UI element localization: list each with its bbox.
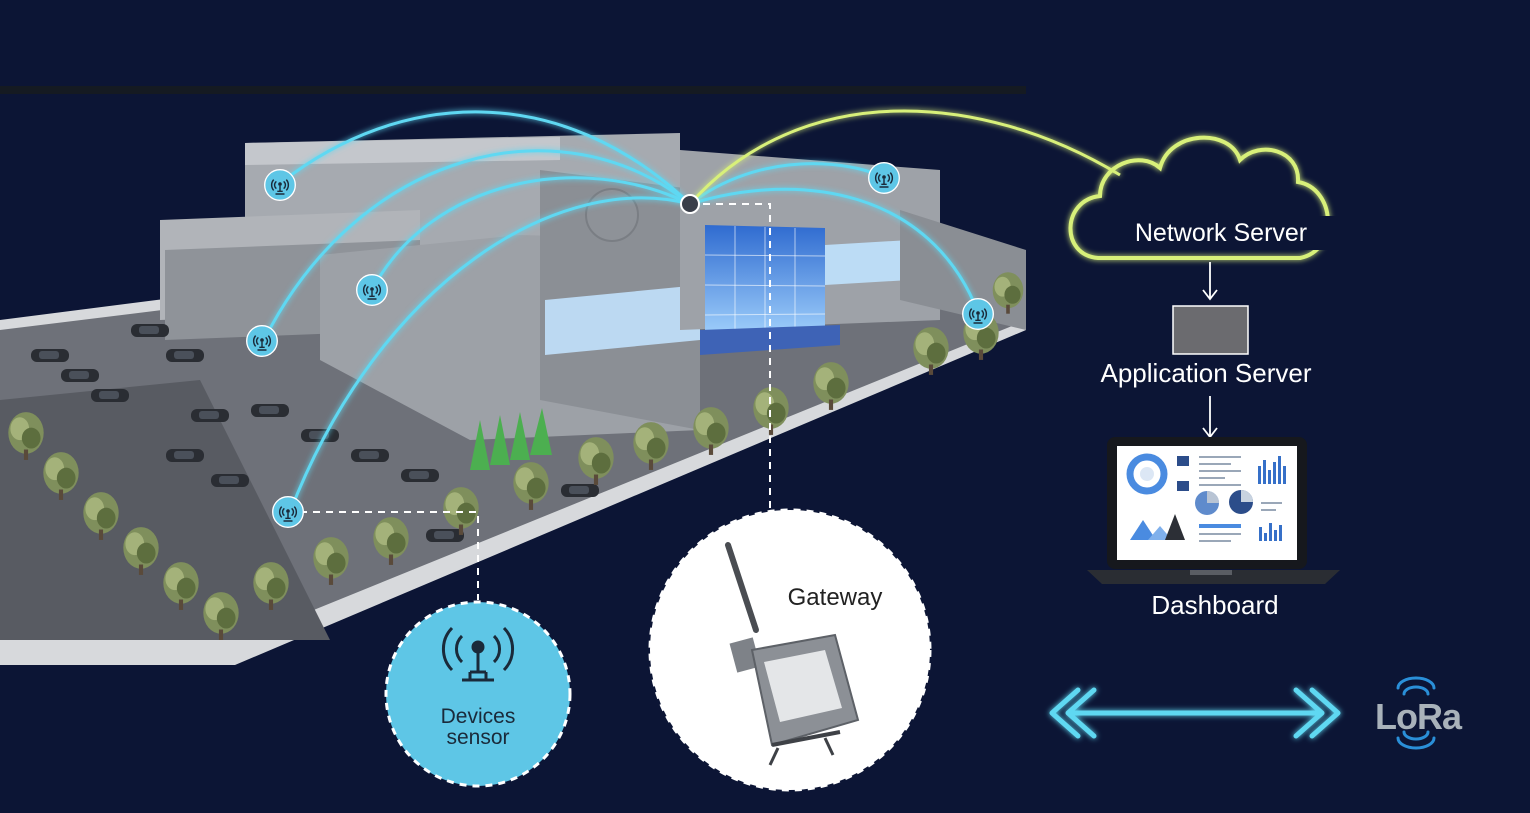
sensor-node-5 xyxy=(961,297,995,331)
laptop-icon xyxy=(1087,437,1340,584)
leader-lines xyxy=(300,203,771,600)
network-server-label: Network Server xyxy=(1105,216,1337,250)
devices-sensor-label: Devices sensor xyxy=(440,705,516,749)
backhaul-link xyxy=(688,109,1121,205)
gateway-label: Gateway xyxy=(787,584,883,611)
sensor-node-3 xyxy=(355,273,389,307)
double-arrow-icon xyxy=(1049,687,1341,739)
application-server-label: Application Server xyxy=(1100,358,1312,388)
sensor-node-6 xyxy=(271,495,305,529)
gateway-node xyxy=(680,194,700,214)
antenna-icon xyxy=(441,626,515,682)
devices-sensor-callout xyxy=(384,600,572,788)
campus-scene xyxy=(0,86,1026,665)
sensor-node-2 xyxy=(867,161,901,195)
flow-arrows xyxy=(1202,262,1218,439)
lora-logo-label: LoRa xyxy=(1375,696,1462,737)
dashboard-label: Dashboard xyxy=(1151,590,1279,620)
gateway-callout xyxy=(648,508,932,792)
lora-wave-icon xyxy=(1396,676,1436,750)
cloud-icon xyxy=(1068,135,1330,260)
sensor-node-4 xyxy=(245,324,279,358)
application-server-box xyxy=(1172,305,1249,355)
sensor-node-1 xyxy=(263,168,297,202)
lora-links xyxy=(262,110,980,513)
